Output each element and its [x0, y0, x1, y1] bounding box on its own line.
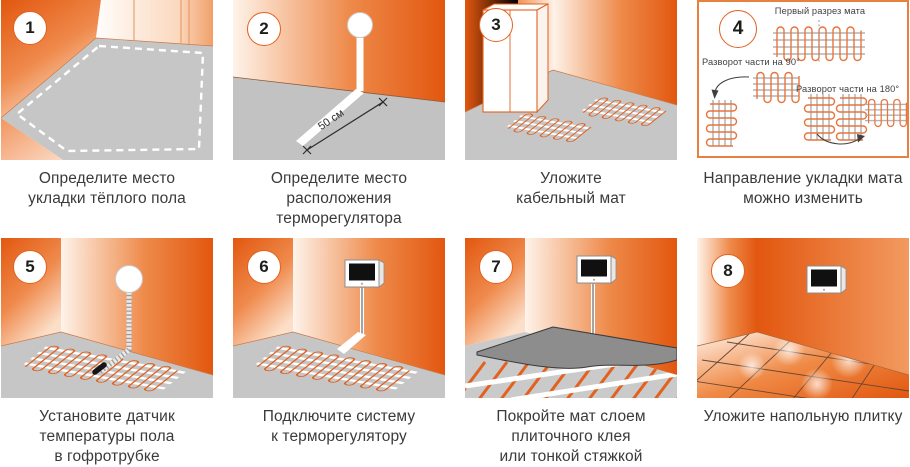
- step-panel-8: 8 Уложите напольную плитку: [697, 228, 909, 457]
- step-caption: Покройте мат слоем плиточного клея или т…: [496, 408, 646, 465]
- step-number-badge: 6: [247, 250, 281, 284]
- corner-wall: [1, 118, 63, 160]
- back-wall: [61, 238, 213, 375]
- step-number-badge: 5: [13, 250, 47, 284]
- thermostat-spot: [347, 12, 373, 38]
- step-caption: Установите датчик температуры пола в гоф…: [39, 408, 175, 465]
- step-number-badge: 4: [719, 10, 757, 48]
- annotation-rotate-90: Разворот части на 90°: [702, 57, 800, 67]
- wall: [233, 0, 445, 102]
- step-number: 8: [723, 261, 733, 280]
- step-panel-2: 50 см 2 Определите место расположения те…: [233, 0, 445, 228]
- step-number: 1: [25, 18, 35, 37]
- wall-floor-edge: [233, 76, 445, 103]
- tile-floor: [697, 332, 909, 398]
- wall-panel-lines: [133, 0, 190, 44]
- temperature-sensor: [92, 362, 107, 375]
- step-4-illustration: Первый разрез мата Разворот части на 90°…: [697, 0, 909, 160]
- rotate-90-arrow: [714, 76, 750, 93]
- step-number: 2: [259, 19, 269, 38]
- thermostat: [806, 265, 847, 294]
- mat-laying-scene: [465, 0, 677, 160]
- wall-floor-edge: [1, 331, 213, 376]
- step-number: 7: [491, 257, 501, 276]
- annotation-rotate-180: Разворот части на 180°: [796, 84, 900, 94]
- step-caption: Подключите систему к терморегулятору: [262, 408, 416, 445]
- step-6-illustration: 6: [233, 238, 445, 398]
- dashed-outline: [15, 44, 205, 153]
- floor: [233, 77, 445, 160]
- floor-cable-channel: [296, 89, 364, 146]
- arrowhead: [857, 134, 865, 143]
- step-caption: Определите место расположения терморегул…: [270, 170, 408, 227]
- step-number: 5: [25, 257, 35, 276]
- step-number: 3: [491, 15, 501, 34]
- thermostat: [344, 259, 385, 288]
- step-1-illustration: 1: [1, 0, 213, 160]
- step-panel-4: Первый разрез мата Разворот части на 90°…: [697, 0, 909, 228]
- step-number-badge: 8: [711, 254, 745, 288]
- rotate-180-arrow: [816, 133, 861, 145]
- thermostat-spot: [115, 265, 143, 293]
- step-2-illustration: 50 см 2: [233, 0, 445, 160]
- back-wall: [96, 0, 213, 46]
- step-panel-3: 3 Уложите кабельный мат: [465, 0, 677, 228]
- step-number-badge: 2: [247, 12, 281, 46]
- step-caption: Уложите напольную плитку: [703, 408, 903, 425]
- step-panel-1: 1 Определите место укладки тёплого пола: [1, 0, 213, 228]
- back-wall: [757, 238, 909, 375]
- wall-floor-edge: [697, 331, 909, 376]
- step-caption: Направление укладки мата можно изменить: [703, 170, 903, 207]
- annotation-first-cut: Первый разрез мата: [774, 6, 866, 16]
- thermostat: [576, 255, 617, 284]
- wall-floor-edge: [1, 37, 213, 119]
- back-wall: [293, 238, 445, 375]
- wall-cable-channel: [356, 36, 364, 91]
- step-caption: Определите место укладки тёплого пола: [28, 170, 186, 207]
- step-number-badge: 7: [479, 250, 513, 284]
- step-3-illustration: 3: [465, 0, 677, 160]
- thermostat-wire: [337, 288, 366, 354]
- step-panel-6: 6 Подключите систему к терморегулятору: [233, 228, 445, 457]
- step-panel-5: 5 Установите датчик температуры пола в г…: [1, 228, 213, 465]
- step-8-illustration: 8: [697, 238, 909, 398]
- thermostat-location-scene: [233, 0, 445, 160]
- step-number: 6: [259, 257, 269, 276]
- step-number-badge: 3: [479, 8, 513, 42]
- step-7-illustration: 7: [465, 238, 677, 398]
- dimension-line: [302, 97, 388, 155]
- screed-scene: [465, 238, 677, 398]
- floor: [1, 38, 213, 160]
- arrowhead: [711, 89, 719, 99]
- step-panel-7: 7 Покройте мат слоем плиточного клея или…: [465, 228, 677, 465]
- wall-floor-edge: [233, 331, 445, 376]
- step-5-illustration: 5: [1, 238, 213, 398]
- step-number-badge: 1: [13, 11, 47, 45]
- screed-layer: [476, 326, 677, 369]
- corrugated-tube: [98, 291, 132, 374]
- step-caption: Уложите кабельный мат: [516, 170, 626, 207]
- step-number: 4: [732, 18, 744, 39]
